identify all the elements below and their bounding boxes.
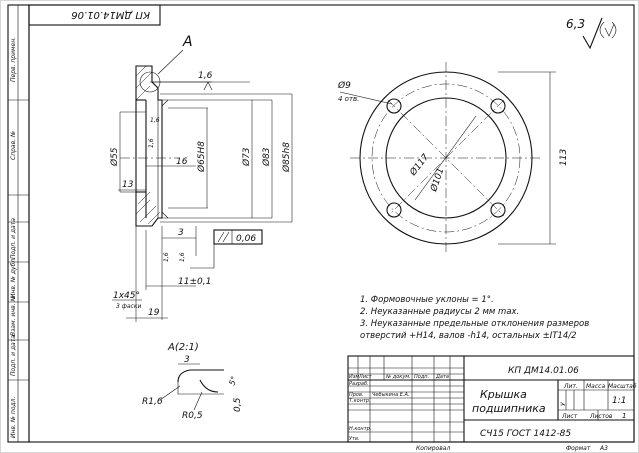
tb-sheet-label: Лист <box>561 413 578 420</box>
detail-ang: 5° <box>227 375 239 387</box>
tb-sheets-label: Листов <box>589 413 613 420</box>
roughness-value: 6,3 <box>566 17 585 31</box>
note-1: 1. Формовочные уклоны = 1°. <box>360 295 494 305</box>
note-4: отверстий +H14, валов -h14, остальных ±I… <box>360 331 577 341</box>
tb-lit-value: У <box>560 402 567 406</box>
side-sprav-no: Справ. № <box>10 131 17 160</box>
dim-c16-inner: 1,6 <box>150 117 160 124</box>
tb-title-2: подшипника <box>472 402 546 415</box>
tb-sheets-value: 1 <box>622 412 626 420</box>
side-inv-dubl: Инв. № дубл. <box>10 257 17 298</box>
tb-checked-label: Пров. <box>349 392 364 398</box>
tb-mass-label: Масса <box>586 383 605 390</box>
chamfer-label: 1x45° <box>113 291 140 301</box>
side-perv-primen: Перв. примен. <box>10 37 17 82</box>
tb-scale-label: Масштаб <box>608 383 637 390</box>
side-podp-data-1: Подп. и дата <box>10 218 17 259</box>
detail-r05: R0,5 <box>182 411 203 421</box>
dim-16: 16 <box>176 157 188 167</box>
technical-notes: 1. Формовочные уклоны = 1°. 2. Неуказанн… <box>360 295 589 341</box>
side-vzam-inv: Взам. инв. № <box>10 295 17 336</box>
dim-d83: Ø83 <box>261 147 272 167</box>
detail-label: A(2:1) <box>167 342 199 353</box>
detail-view: A(2:1) 3 5° R1,6 R0,5 0,5 <box>142 342 243 421</box>
dim-d65: Ø65H8 <box>196 141 207 173</box>
top-doc-code: КП ДМ14.01.06 <box>71 9 150 20</box>
dim-3: 3 <box>178 228 184 238</box>
tb-doc-code: КП ДМ14.01.06 <box>508 366 579 376</box>
tb-lit-label: Лит. <box>563 383 578 390</box>
dim-d85: Ø85h8 <box>281 142 292 173</box>
tb-date-label: Дата <box>435 374 449 380</box>
tolerance-frame: 0,06 <box>190 229 263 269</box>
rough-top: 1,6 <box>198 71 213 81</box>
tb-tcontrol-label: Т.контр. <box>349 398 371 404</box>
rough-bottom-1: 1,6 <box>163 252 170 262</box>
detail-h05: 0,5 <box>233 397 243 412</box>
title-block: КП ДМ14.01.06 Крышка подшипника СЧ15 ГОС… <box>347 355 637 443</box>
copied-label: Копировал <box>416 445 450 452</box>
format-label: Формат <box>566 445 591 452</box>
dim-19: 19 <box>148 308 160 318</box>
tb-docno-label: № докум. <box>385 374 411 380</box>
tb-title-1: Крышка <box>480 388 527 401</box>
chamfer-note: 3 фаски <box>116 303 141 310</box>
note-3: 3. Неуказанные предельные отклонения раз… <box>360 319 589 329</box>
roughness-general: 6,3 <box>566 17 617 50</box>
dim-13: 13 <box>122 180 134 190</box>
dim-113: 113 <box>559 149 569 166</box>
side-stamp: Перв. примен. Справ. № Подп. и дата Инв.… <box>7 4 30 443</box>
side-inv-podl: Инв. № подл. <box>10 397 17 438</box>
tb-ncontrol-label: Н.контр. <box>349 426 371 432</box>
rough-small-inner: 1,6 <box>148 138 155 148</box>
tb-sheet-short: Лист <box>358 374 373 380</box>
dim-d55: Ø55 <box>109 147 120 167</box>
rough-bottom-2: 1,6 <box>179 252 186 262</box>
tb-checker-name: Чебыкина Е.А. <box>372 392 410 398</box>
format-value: A3 <box>599 445 608 452</box>
holes-count: 4 отв. <box>338 95 359 103</box>
section-label-a: A <box>182 34 193 50</box>
section-view: A <box>109 34 293 322</box>
top-code-block: КП ДМ14.01.06 <box>28 4 161 26</box>
holes-diameter: Ø9 <box>337 80 351 91</box>
detail-w3: 3 <box>184 355 190 365</box>
tb-change-label: Изм <box>349 374 359 380</box>
note-2: 2. Неуказанные радиусы 2 мм max. <box>360 307 519 317</box>
tb-material: СЧ15 ГОСТ 1412-85 <box>480 429 571 439</box>
side-podp-data-2: Подп. и дата <box>10 335 17 376</box>
tb-developed-label: Разраб. <box>349 381 369 387</box>
tb-scale-value: 1:1 <box>612 396 626 406</box>
tb-approved-label: Утв. <box>349 436 360 442</box>
detail-r16: R1,6 <box>142 397 163 407</box>
dim-11: 11±0,1 <box>178 277 211 287</box>
tb-sign-label: Подп. <box>414 374 429 380</box>
dim-d73: Ø73 <box>241 147 252 167</box>
tol-value: 0,06 <box>236 234 256 244</box>
